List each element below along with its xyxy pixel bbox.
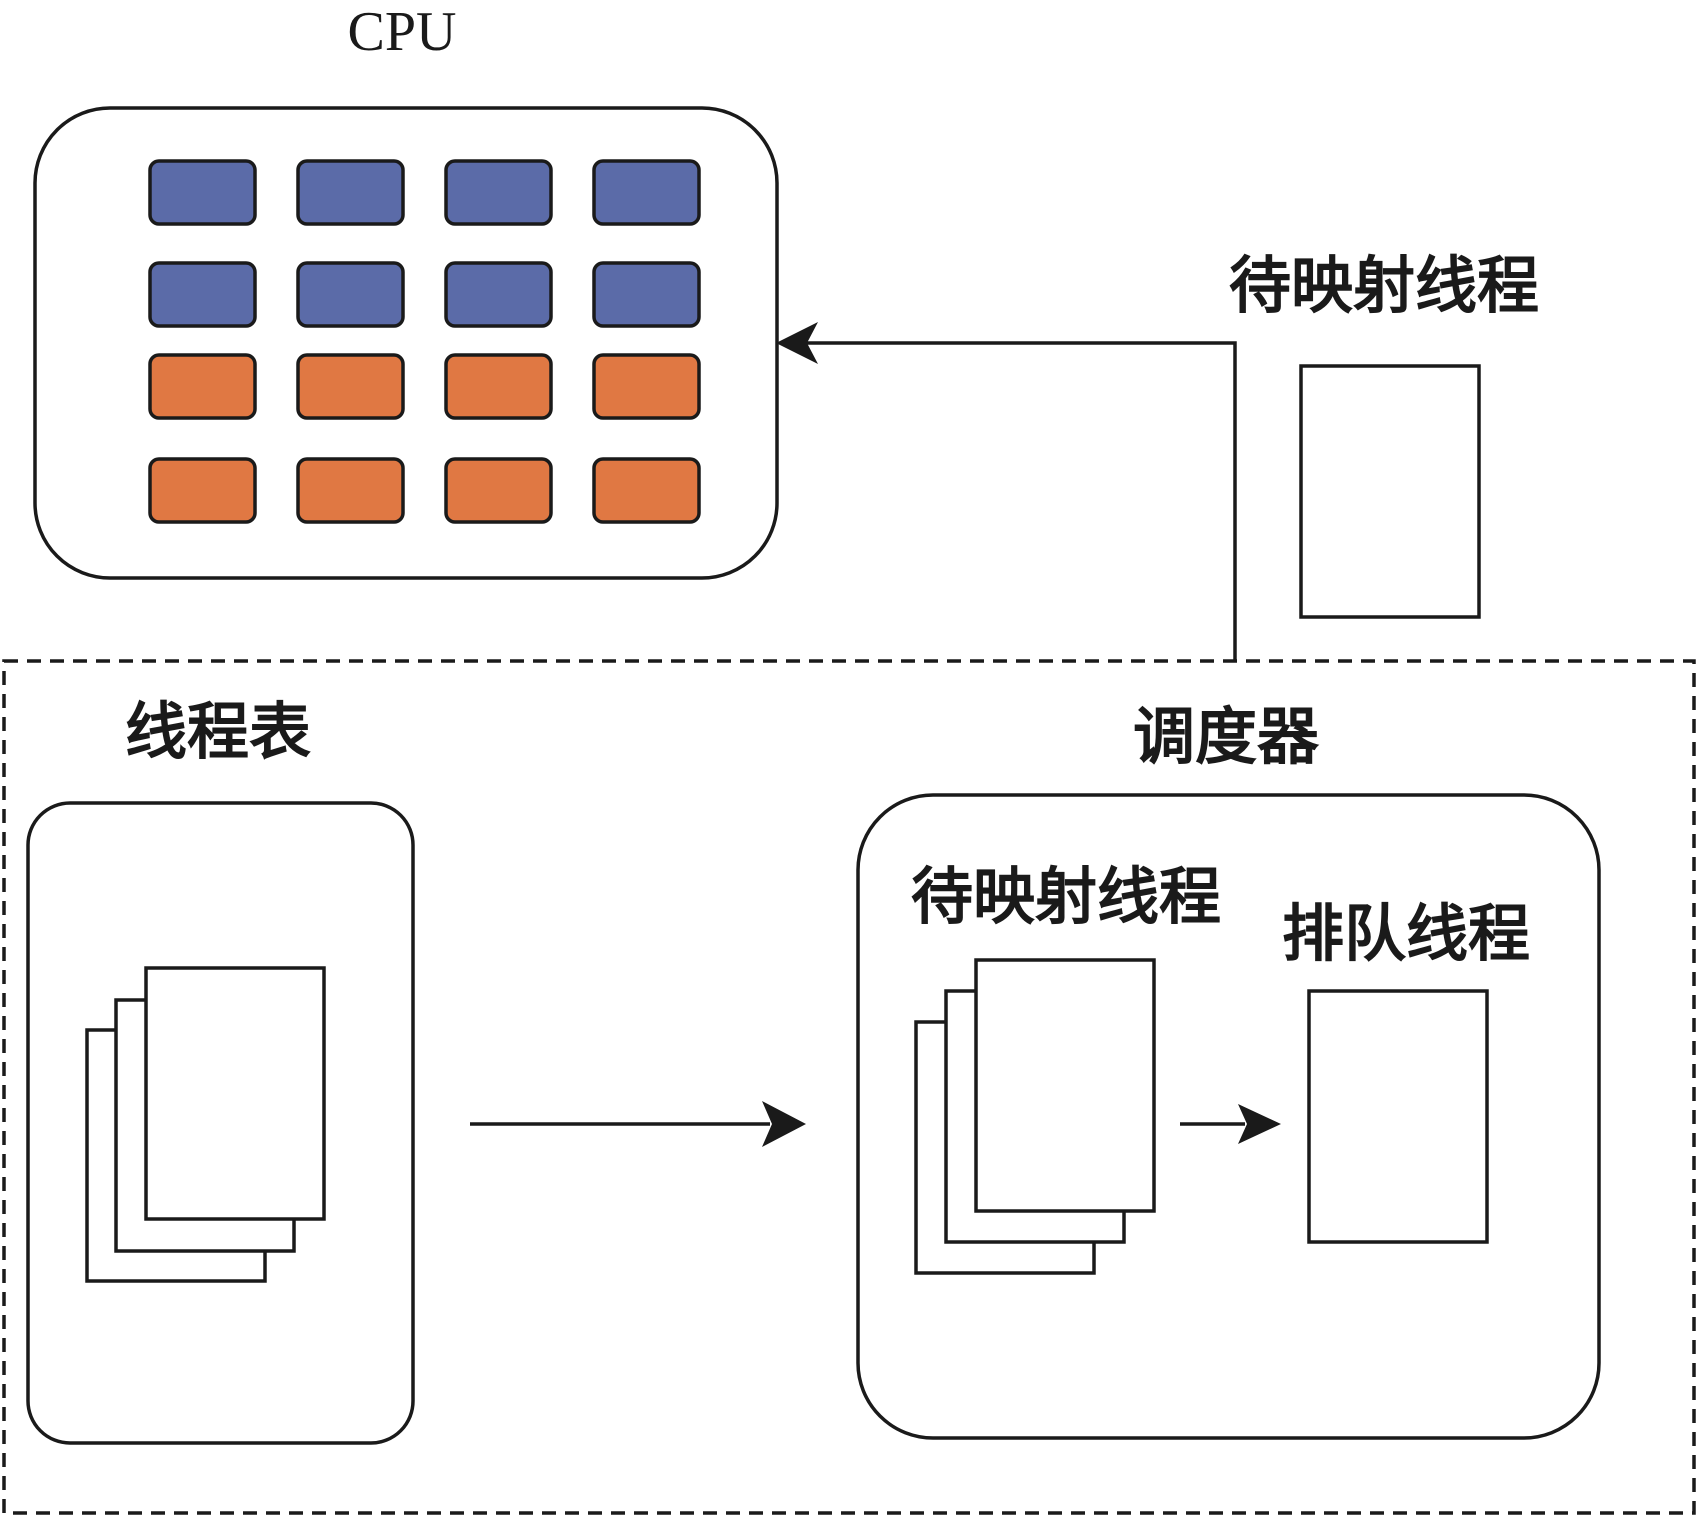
cpu-core	[444, 353, 553, 420]
pending-document	[974, 958, 1156, 1213]
cpu-core	[296, 457, 405, 524]
cpu-core-grid	[148, 159, 701, 524]
cpu-core	[148, 353, 257, 420]
cpu-core	[592, 353, 701, 420]
cpu-core	[592, 457, 701, 524]
cpu-core	[592, 159, 701, 226]
table-to-scheduler-arrowhead	[762, 1101, 806, 1147]
queued-thread-document	[1307, 989, 1489, 1244]
scheduler-box	[856, 793, 1601, 1440]
pending-thread-document	[1299, 364, 1481, 619]
pending-to-queued-arrowhead	[1238, 1104, 1281, 1144]
cpu-core	[444, 457, 553, 524]
cpu-core	[148, 261, 257, 328]
scheduler-pending-label: 待映射线程	[911, 860, 1221, 933]
cpu-core	[296, 353, 405, 420]
thread-table-label: 线程表	[125, 695, 311, 768]
cpu-core	[592, 261, 701, 328]
cpu-input-arrowhead	[776, 322, 818, 364]
queued-thread-label: 排队线程	[1282, 897, 1530, 970]
pending-thread-label: 待映射线程	[1229, 249, 1539, 322]
thread-table-document-stack	[85, 966, 326, 1283]
cpu-core	[148, 159, 257, 226]
cpu-label: CPU	[348, 1, 457, 63]
cpu-core	[444, 261, 553, 328]
scheduler-label: 调度器	[1133, 700, 1320, 773]
scheduler-to-cpu-connector	[780, 341, 1237, 660]
cpu-core	[296, 261, 405, 328]
scheduler-pending-document-stack	[914, 958, 1156, 1275]
cpu-core	[296, 159, 405, 226]
cpu-core	[444, 159, 553, 226]
thread-document	[144, 966, 326, 1221]
cpu-core	[148, 457, 257, 524]
system-boundary	[2, 659, 1696, 1515]
